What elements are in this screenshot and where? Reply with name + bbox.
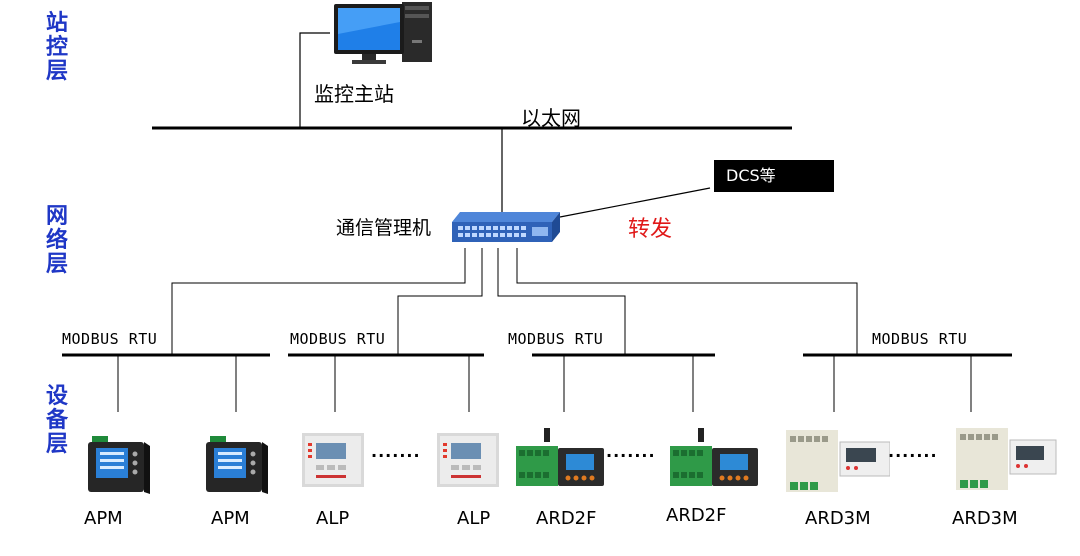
ethernet-label: 以太网	[521, 106, 581, 130]
device-label-alp-2: ALP	[457, 508, 491, 529]
apm-meter-icon	[88, 436, 150, 494]
ard3m-device-icon	[956, 428, 1057, 490]
device-label-apm-2: APM	[211, 508, 250, 529]
ard3m-device-icon	[786, 430, 890, 492]
forward-label: 转发	[628, 217, 673, 242]
bus-label-1: MODBUS RTU	[62, 330, 158, 348]
bus-label-2: MODBUS RTU	[290, 330, 386, 348]
bus3-link	[497, 248, 626, 355]
monitor-station-label: 监控主站	[314, 82, 394, 106]
device-label-ard3m-1: ARD3M	[805, 508, 871, 529]
bus-label-3: MODBUS RTU	[508, 330, 604, 348]
device-label-apm-1: APM	[84, 508, 123, 529]
bus4-link	[516, 248, 858, 355]
station-layer-label: 站控层	[45, 11, 68, 84]
ellipsis-alp: ·······	[371, 446, 421, 465]
dcs-box: DCS等	[714, 160, 834, 192]
ellipsis-ard2f: ·······	[606, 446, 656, 465]
device-label-ard3m-2: ARD3M	[952, 508, 1018, 529]
dcs-link	[559, 187, 711, 218]
bus1-link	[171, 248, 466, 355]
alp-device-icon	[302, 433, 364, 487]
ard2f-device-icon	[670, 428, 758, 486]
comm-manager-label: 通信管理机	[336, 217, 432, 239]
bus2-link	[397, 248, 483, 355]
device-label-alp-1: ALP	[316, 508, 350, 529]
device-layer-label: 设备层	[45, 384, 68, 457]
station-link	[299, 32, 330, 128]
bus-label-4: MODBUS RTU	[872, 330, 968, 348]
network-layer-label: 网络层	[45, 204, 68, 277]
apm-meter-icon	[206, 436, 268, 494]
device-label-ard2f-2: ARD2F	[666, 505, 727, 526]
network-switch-icon	[452, 212, 560, 242]
ellipsis-ard3m: ·······	[888, 446, 938, 465]
device-label-ard2f-1: ARD2F	[536, 508, 597, 529]
computer-icon	[334, 2, 432, 64]
ard2f-device-icon	[516, 428, 604, 486]
alp-device-icon	[437, 433, 499, 487]
